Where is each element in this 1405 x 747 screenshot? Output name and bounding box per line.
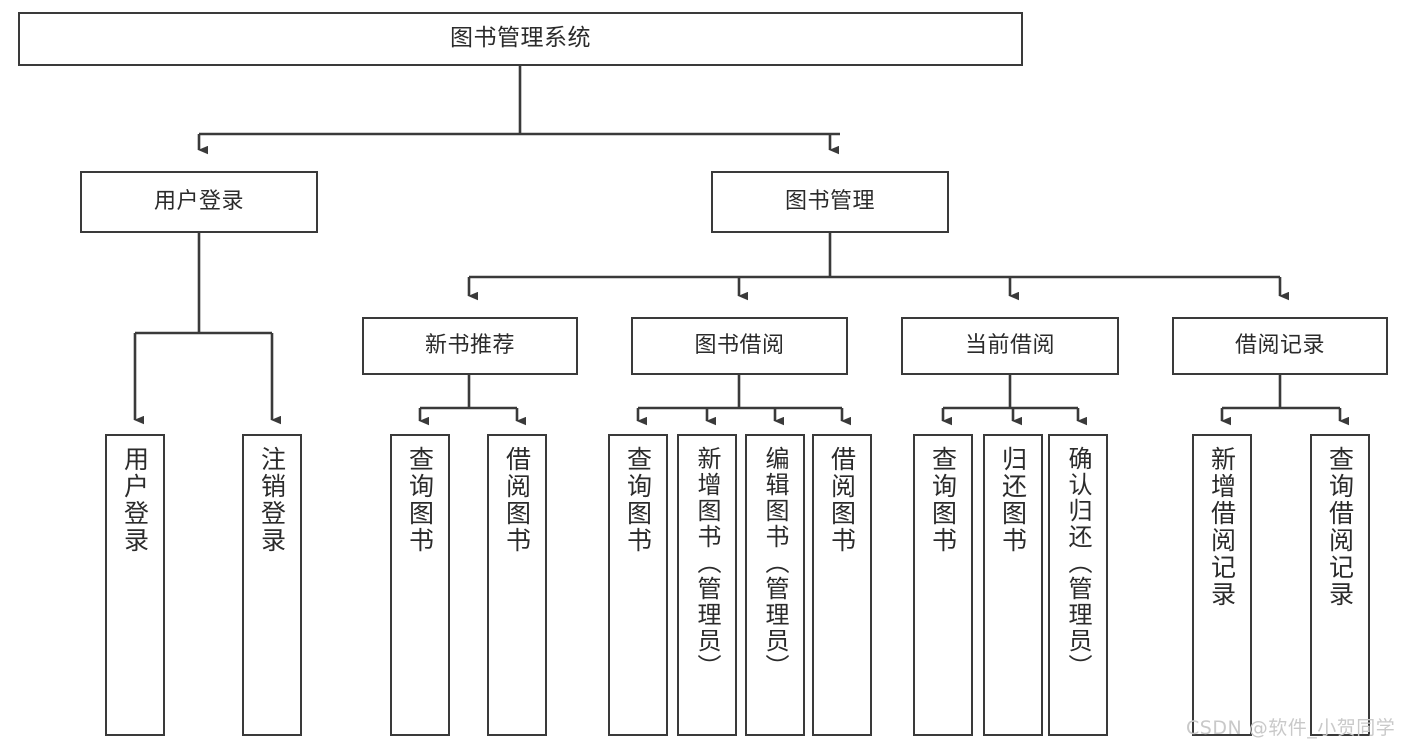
node-label: 确认归还（管理员） <box>1064 446 1092 680</box>
node-root-system[interactable]: 图书管理系统 <box>18 12 1023 66</box>
node-new-book-recommend[interactable]: 新书推荐 <box>362 317 578 375</box>
leaf-add-borrow-record[interactable]: 新增借阅记录 <box>1192 434 1252 736</box>
node-label: 查询图书 <box>928 446 958 554</box>
csdn-watermark: CSDN @软件_小贺同学 <box>1186 717 1396 739</box>
node-label: 新书推荐 <box>424 332 515 358</box>
leaf-query-book-new[interactable]: 查询图书 <box>390 434 450 736</box>
node-label: 用户登录 <box>153 188 244 214</box>
node-label: 编辑图书（管理员） <box>761 446 789 680</box>
leaf-return-book[interactable]: 归还图书 <box>983 434 1043 736</box>
node-book-borrow[interactable]: 图书借阅 <box>631 317 848 375</box>
leaf-confirm-return-admin[interactable]: 确认归还（管理员） <box>1048 434 1108 736</box>
leaf-logout[interactable]: 注销登录 <box>242 434 302 736</box>
node-label: 归还图书 <box>998 446 1028 554</box>
node-book-manage[interactable]: 图书管理 <box>711 171 949 233</box>
leaf-query-book-current[interactable]: 查询图书 <box>913 434 973 736</box>
leaf-add-book-admin[interactable]: 新增图书（管理员） <box>677 434 737 736</box>
node-current-borrow[interactable]: 当前借阅 <box>901 317 1119 375</box>
node-label: 用户登录 <box>120 446 150 554</box>
node-label: 查询图书 <box>405 446 435 554</box>
node-label: 图书借阅 <box>694 332 785 358</box>
node-label: 借阅记录 <box>1234 332 1325 358</box>
node-label: 图书管理 <box>784 188 875 214</box>
node-label: 当前借阅 <box>964 332 1055 358</box>
node-label: 借阅图书 <box>502 446 532 554</box>
leaf-edit-book-admin[interactable]: 编辑图书（管理员） <box>745 434 805 736</box>
node-label: 注销登录 <box>257 446 287 554</box>
node-user-login[interactable]: 用户登录 <box>80 171 318 233</box>
leaf-user-login[interactable]: 用户登录 <box>105 434 165 736</box>
leaf-query-book-borrow[interactable]: 查询图书 <box>608 434 668 736</box>
leaf-query-borrow-record[interactable]: 查询借阅记录 <box>1310 434 1370 736</box>
leaf-borrow-book[interactable]: 借阅图书 <box>812 434 872 736</box>
node-borrow-record[interactable]: 借阅记录 <box>1172 317 1388 375</box>
node-label: 查询借阅记录 <box>1325 446 1355 608</box>
leaf-borrow-book-new[interactable]: 借阅图书 <box>487 434 547 736</box>
node-label: 查询图书 <box>623 446 653 554</box>
node-label: 借阅图书 <box>827 446 857 554</box>
node-label: 新增图书（管理员） <box>693 446 721 680</box>
node-label: 新增借阅记录 <box>1207 446 1237 608</box>
node-label: 图书管理系统 <box>450 25 591 52</box>
